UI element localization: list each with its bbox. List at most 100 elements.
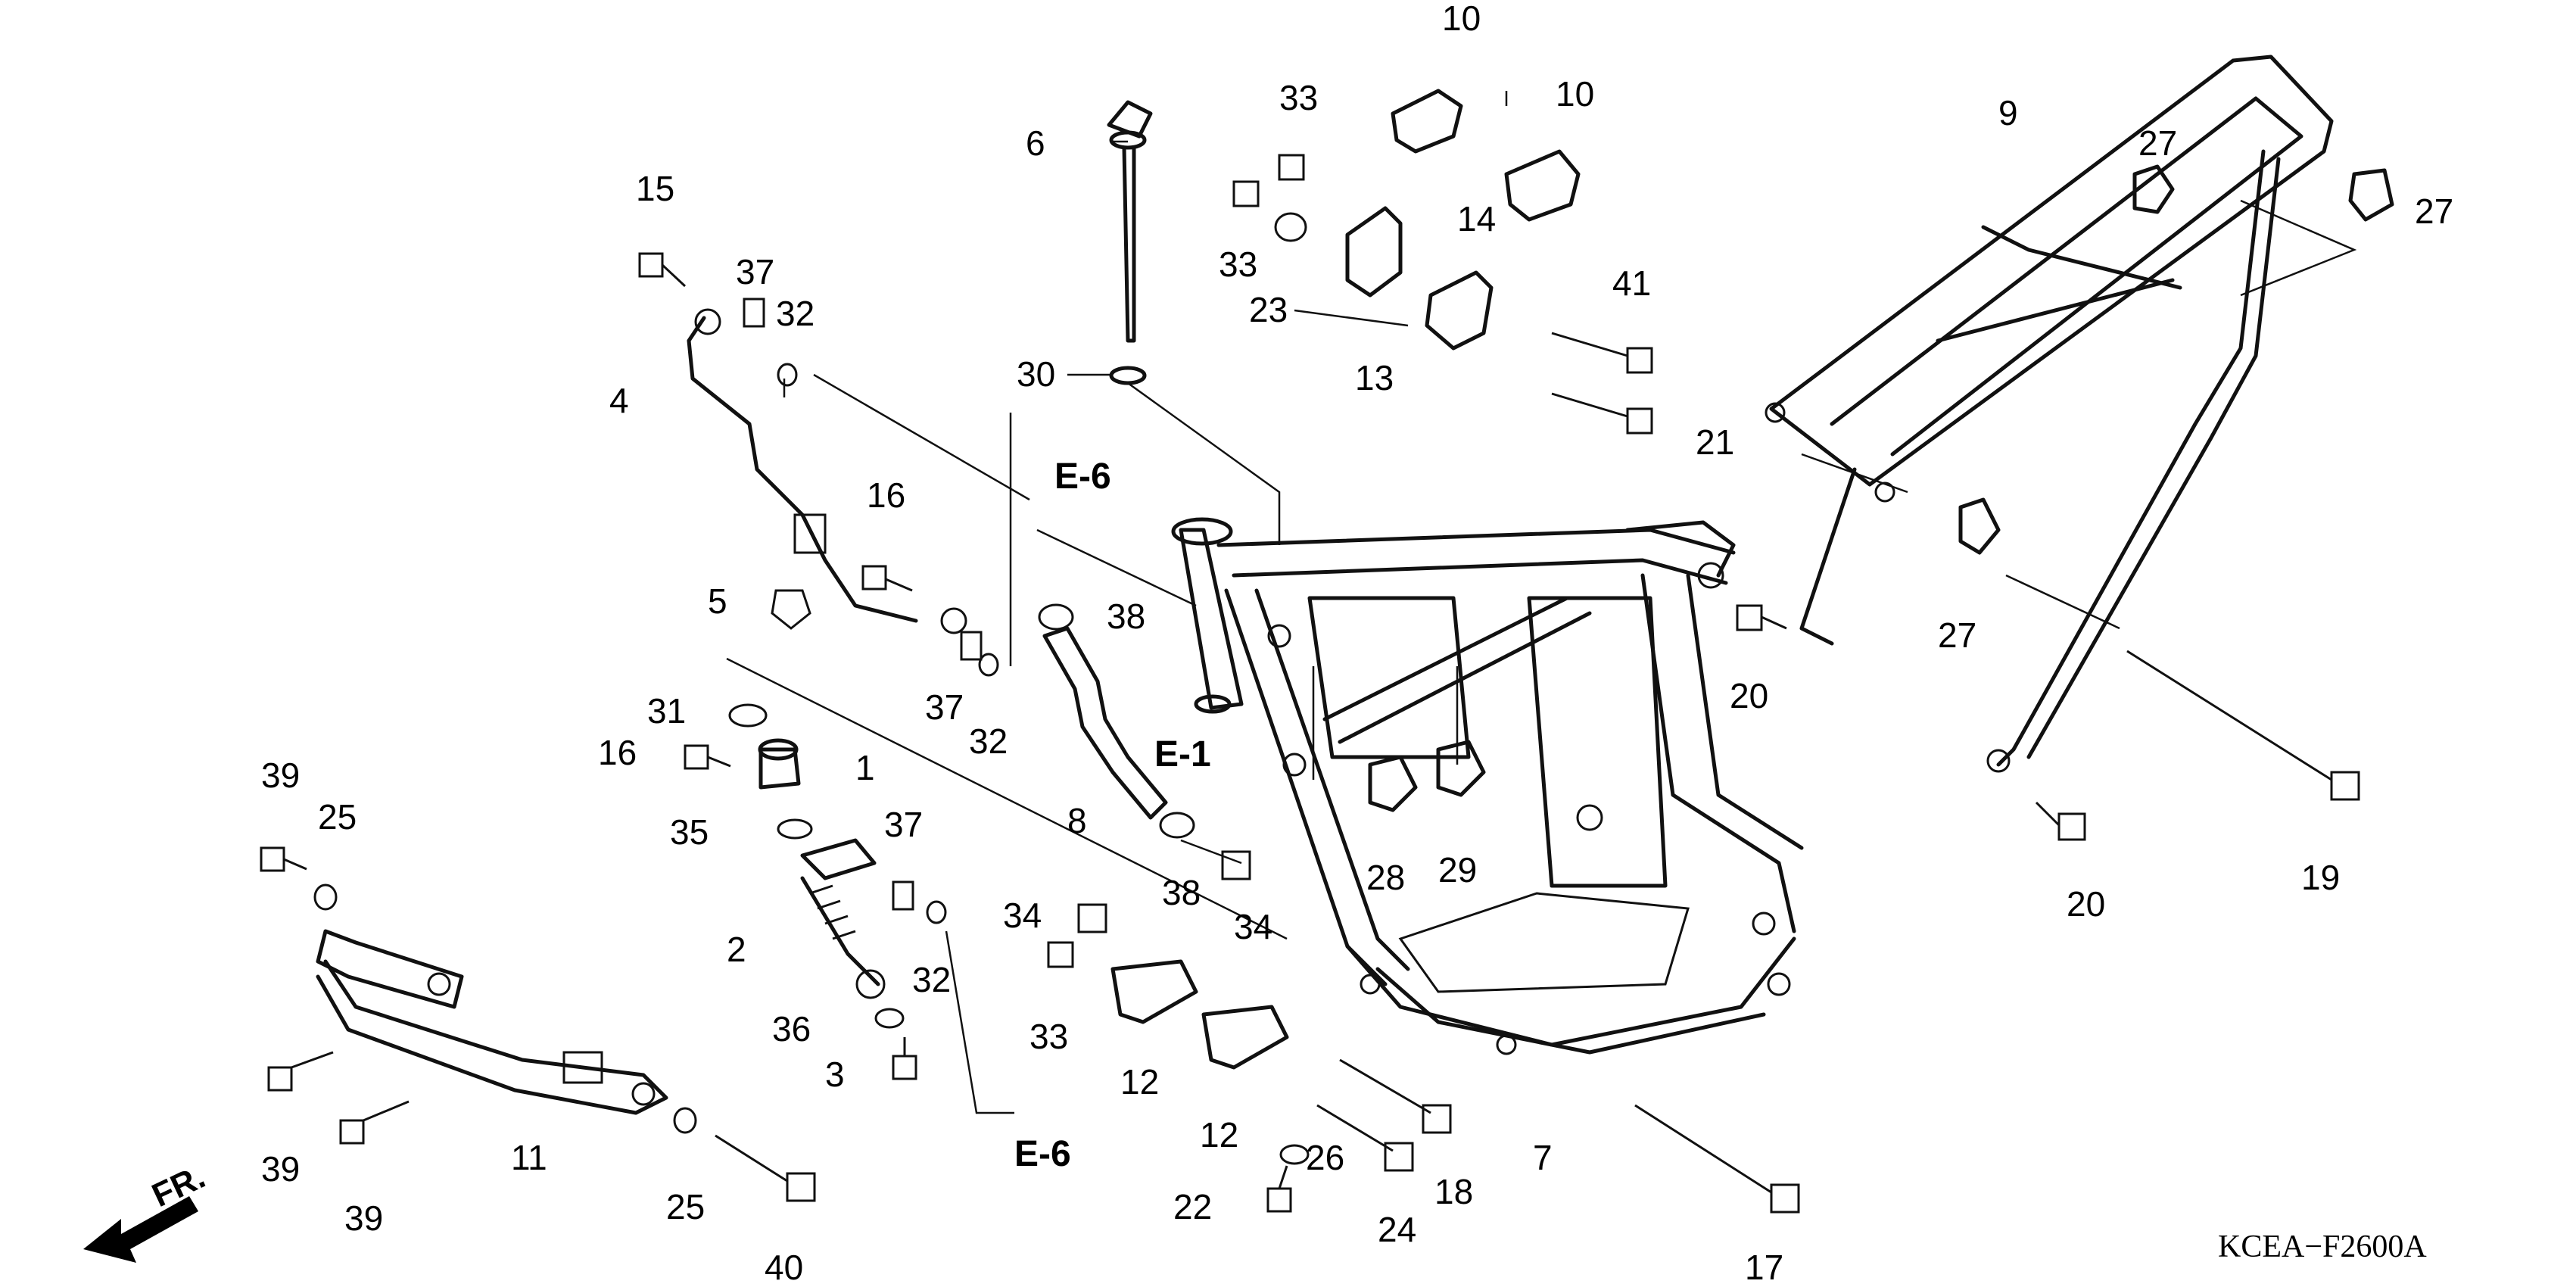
callout-39c: 39 (344, 1198, 383, 1238)
bolt-16a (861, 565, 913, 592)
spring-assembly-2 (800, 838, 886, 999)
callout-1: 1 (855, 748, 875, 787)
callout-32b: 32 (969, 721, 1008, 761)
hose-8 (1042, 626, 1168, 820)
callout-4: 4 (609, 381, 629, 420)
callout-15: 15 (636, 169, 674, 208)
dipstick (1107, 100, 1153, 343)
clip-27b (2348, 168, 2394, 222)
front-direction-label: FR. (147, 1158, 211, 1214)
callout-27b: 27 (2415, 192, 2453, 231)
cap-10a (1391, 89, 1463, 154)
bolt-40 (715, 1134, 816, 1202)
washer-23 (1274, 212, 1307, 242)
washer-36 (874, 1008, 905, 1029)
nut-33b (1278, 154, 1305, 181)
cap-10b (1504, 149, 1581, 222)
bolt-39b (267, 1051, 334, 1092)
nut-34b (1221, 850, 1251, 880)
washer-32c (926, 900, 947, 924)
callout-12a: 12 (1120, 1062, 1159, 1102)
reference-e6-bottom: E-6 (1014, 1134, 1071, 1174)
hanger-14 (1425, 270, 1494, 351)
callout-9: 9 (1998, 93, 2018, 132)
callout-18: 18 (1434, 1172, 1473, 1211)
callout-14: 14 (1457, 199, 1496, 238)
washer-25a (313, 883, 338, 911)
bolt-18 (1339, 1058, 1452, 1134)
clip-38a (1038, 603, 1074, 631)
clip-27c (1958, 497, 2001, 555)
callout-32c: 32 (912, 960, 951, 999)
clamp-29 (1436, 740, 1486, 797)
sub-frame (1765, 55, 2334, 773)
callout-35: 35 (670, 812, 709, 852)
callout-38a: 38 (1107, 597, 1145, 636)
bolt-20a (1736, 604, 1787, 631)
callout-23: 23 (1249, 290, 1288, 329)
cap-1 (758, 738, 801, 790)
guard-11 (316, 929, 668, 1115)
callout-33b: 33 (1279, 78, 1318, 117)
clip-27a (2132, 164, 2175, 214)
callout-7: 7 (1533, 1138, 1553, 1177)
nut-33a (1047, 941, 1074, 968)
leader-lines (726, 91, 2357, 1114)
callout-37a: 37 (736, 252, 774, 291)
callout-31: 31 (647, 691, 686, 731)
washer-32a (777, 363, 798, 387)
callout-33a: 33 (1029, 1017, 1068, 1056)
clamp-28 (1368, 755, 1418, 812)
callout-39b: 39 (261, 1149, 300, 1189)
callout-39a: 39 (261, 756, 300, 795)
collar-37a (743, 298, 765, 328)
nut-5 (771, 589, 811, 630)
callout-28: 28 (1366, 858, 1405, 897)
bolt-21 (1551, 392, 1653, 435)
callout-20b: 20 (2067, 884, 2105, 924)
callout-41: 41 (1612, 263, 1651, 303)
callout-6: 6 (1026, 123, 1045, 163)
callout-19: 19 (2301, 858, 2340, 897)
bolt-19 (2126, 650, 2360, 801)
callout-33c: 33 (1219, 245, 1257, 284)
collar-37c (892, 880, 914, 911)
washer-30 (1109, 366, 1147, 385)
callout-25b: 25 (666, 1187, 705, 1226)
bolt-39c (339, 1100, 410, 1145)
callout-12b: 12 (1200, 1115, 1238, 1155)
diagram-code: KCEA−F2600A (2218, 1229, 2427, 1264)
bolt-17 (1634, 1104, 1800, 1214)
reference-e1: E-1 (1154, 734, 1211, 774)
callout-30: 30 (1017, 354, 1055, 394)
callout-26: 26 (1306, 1138, 1344, 1177)
callout-labels: 1234567891010111212131415161617181920202… (261, 0, 2453, 1287)
nut-34a (1077, 903, 1107, 933)
callout-37c: 37 (884, 805, 923, 844)
bracket-12b (1201, 1005, 1289, 1070)
callout-13: 13 (1355, 358, 1394, 397)
callout-22: 22 (1173, 1187, 1212, 1226)
bracket-12a (1110, 959, 1198, 1024)
callout-34b: 34 (1234, 907, 1272, 946)
washer-31 (728, 703, 768, 728)
reference-e6-top: E-6 (1054, 457, 1111, 497)
callout-27a: 27 (2138, 123, 2177, 163)
front-direction-arrow (83, 1196, 198, 1263)
callout-24: 24 (1378, 1210, 1416, 1249)
reference-labels: E-6 E-1 E-6 (1014, 457, 1211, 1174)
callout-10b: 10 (1556, 74, 1594, 114)
bolt-15 (638, 252, 687, 288)
collar-37b (960, 631, 983, 661)
bolt-20b (2035, 801, 2086, 841)
callout-16b: 16 (598, 733, 637, 772)
bolt-39a (260, 846, 307, 872)
callout-20a: 20 (1730, 676, 1768, 715)
breather-pipe (687, 308, 967, 634)
callout-17: 17 (1745, 1248, 1783, 1287)
callout-5: 5 (708, 581, 727, 621)
callout-29: 29 (1438, 850, 1477, 890)
callout-34a: 34 (1003, 896, 1042, 935)
callout-11: 11 (511, 1138, 547, 1177)
callout-32a: 32 (776, 294, 815, 333)
